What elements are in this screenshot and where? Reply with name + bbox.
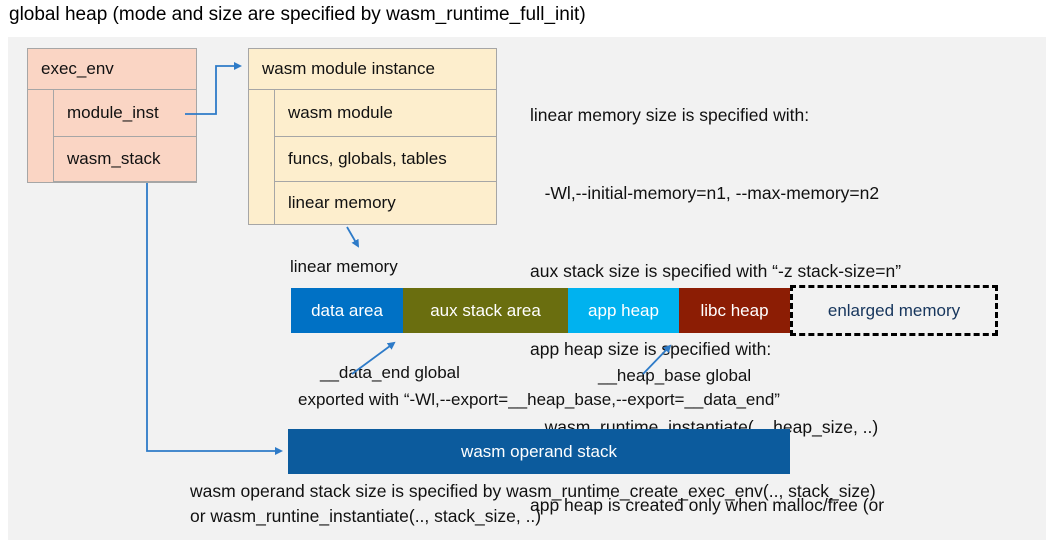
- heap-base-global-label: __heap_base global: [598, 366, 752, 385]
- caption-line-2: or wasm_runtine_instantiate(.., stack_si…: [190, 506, 542, 526]
- segment-libc-heap: libc heap: [679, 288, 790, 333]
- module-instance-box: wasm module instance wasm module funcs, …: [248, 48, 497, 225]
- export-flags-label: exported with “-Wl,--export=__heap_base,…: [298, 390, 780, 409]
- wasm-operand-stack-bar: wasm operand stack: [288, 429, 790, 474]
- exec-env-field-module-inst: module_inst: [53, 89, 197, 137]
- module-instance-field-linear-memory: linear memory: [274, 181, 497, 225]
- module-instance-header: wasm module instance: [249, 49, 496, 90]
- operand-stack-caption: wasm operand stack size is specified by …: [190, 479, 876, 529]
- module-instance-field-wasm-module: wasm module: [274, 89, 497, 137]
- exec-env-box: exec_env module_inst wasm_stack: [27, 48, 197, 183]
- linear-memory-bar: data area aux stack area app heap libc h…: [291, 288, 790, 333]
- segment-aux-stack-area: aux stack area: [403, 288, 568, 333]
- segment-app-heap: app heap: [568, 288, 679, 333]
- note-line: app heap is created only when malloc/fre…: [530, 495, 885, 515]
- data-end-global-label: __data_end global: [320, 363, 460, 382]
- exec-env-field-wasm-stack: wasm_stack: [53, 136, 197, 182]
- linear-memory-label: linear memory: [290, 257, 398, 276]
- note-line: app heap size is specified with:: [530, 339, 772, 359]
- segment-data-area: data area: [291, 288, 403, 333]
- module-instance-field-funcs-globals-tables: funcs, globals, tables: [274, 136, 497, 182]
- note-line: linear memory size is specified with:: [530, 105, 810, 125]
- caption-line-1: wasm operand stack size is specified by …: [190, 481, 876, 501]
- segment-enlarged-memory: enlarged memory: [790, 285, 998, 336]
- note-line: aux stack size is specified with “-z sta…: [530, 261, 902, 281]
- diagram-title: global heap (mode and size are specified…: [9, 4, 586, 25]
- note-line: -Wl,--initial-memory=n1, --max-memory=n2: [530, 183, 880, 203]
- exec-env-header: exec_env: [28, 49, 196, 90]
